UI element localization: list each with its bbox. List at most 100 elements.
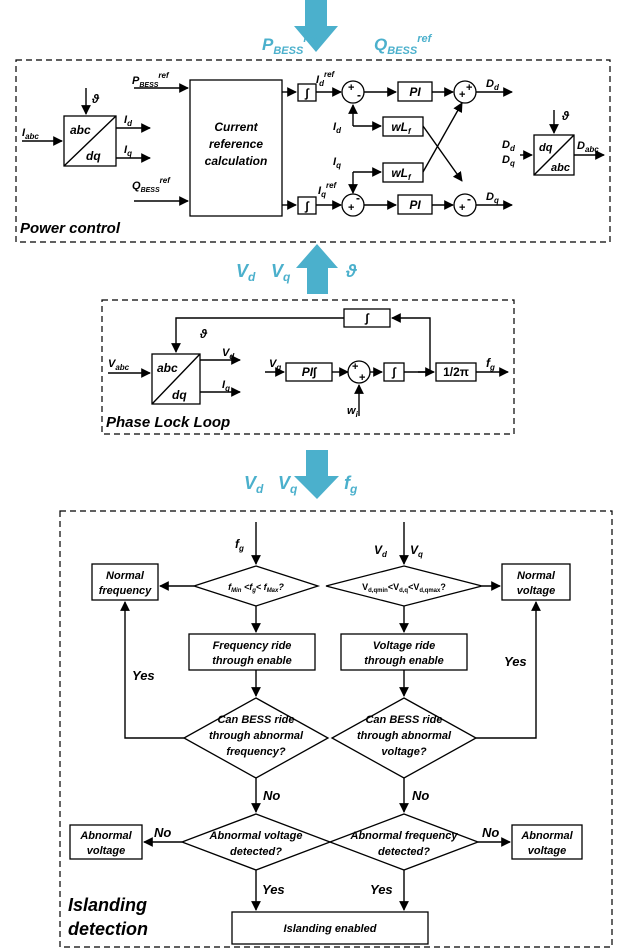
- pll-integ-symbol: ∫: [391, 365, 397, 379]
- ab-freq-1: Abnormal frequency: [350, 830, 459, 842]
- id-ref-label: Idref: [316, 70, 336, 88]
- sum-q-plus: +: [348, 202, 354, 214]
- theta-mid-label: ϑ: [345, 261, 357, 281]
- islanding-label-1: Islanding: [68, 895, 147, 915]
- normal-voltage-1: Normal: [517, 570, 556, 582]
- iabc-label: Iabc: [22, 127, 39, 141]
- q-ref-input-label: QBESSref: [132, 176, 171, 194]
- normal-frequency-2: frequency: [99, 585, 152, 597]
- p-ref-input-label: PBESSref: [132, 71, 170, 89]
- volt-rt-2: through enable: [364, 655, 443, 667]
- sum-q2-plus: +: [459, 202, 465, 214]
- pll-sum-plus-b: +: [359, 372, 365, 384]
- dabc-output-label: Dabc: [577, 140, 599, 154]
- pi-d-label: PI: [409, 85, 421, 99]
- integrator-q-symbol: ∫: [304, 199, 310, 213]
- integrator-d-symbol: ∫: [304, 86, 310, 100]
- islanding-boundary: [59, 510, 613, 948]
- top-input-arrow: [294, 0, 338, 52]
- pll-boundary: [101, 299, 515, 435]
- ab-box-left-1: Abnormal: [79, 830, 132, 842]
- pll-pi-label: PI∫: [302, 365, 318, 379]
- pi-q-label: PI: [409, 198, 421, 212]
- calc-line-1: Current: [214, 120, 258, 134]
- islanding-enabled-box: [231, 911, 429, 945]
- normal-voltage-2: voltage: [517, 585, 556, 597]
- abc-dq-transform-icon: [63, 115, 117, 167]
- pll-iq-label: Iq: [222, 379, 230, 393]
- dq-right-label: dq: [539, 142, 553, 154]
- abnormal-voltage-box-right: [511, 824, 583, 860]
- ab-volt-1: Abnormal voltage: [209, 830, 303, 842]
- calc-line-3: calculation: [205, 154, 268, 168]
- pll-gain-label: 1/2π: [443, 365, 469, 379]
- pll-feedback-integ-symbol: ∫: [364, 311, 370, 325]
- vd-bottom-label: Vd: [244, 473, 264, 496]
- sum-q2-minus: -: [467, 192, 471, 206]
- pll-theta-label: ϑ: [199, 327, 208, 341]
- vd-mid-label: Vd: [236, 261, 256, 284]
- isl-vd-label: Vd: [374, 543, 388, 559]
- theta-input-label: ϑ: [91, 92, 100, 106]
- islanding-label-2: detection: [68, 919, 148, 939]
- iq-output-label: Iq: [124, 144, 132, 158]
- fg-bottom-label: fg: [344, 473, 358, 496]
- can-volt-1: Can BESS ride: [365, 714, 442, 726]
- power-control-label: Power control: [20, 220, 121, 237]
- no-far-left-label: No: [154, 825, 171, 840]
- dq-output-label: Dq: [486, 191, 499, 205]
- freq-rt-1: Frequency ride: [213, 640, 292, 652]
- sum-d-plus: +: [348, 82, 354, 94]
- can-freq-1: Can BESS ride: [217, 714, 294, 726]
- frequency-check-text: fMin <fg< fMax?: [228, 582, 284, 594]
- normal-frequency-box: [91, 563, 159, 601]
- pll-sum-plus-a: +: [352, 361, 358, 373]
- pll-abc-label: abc: [157, 361, 178, 375]
- isl-fg-label: fg: [235, 537, 244, 553]
- islanding-enabled-text: Islanding enabled: [284, 923, 377, 935]
- wlf-block-lower: [382, 162, 424, 183]
- can-volt-2: through abnormal: [357, 730, 452, 742]
- id-output-label: Id: [124, 114, 133, 128]
- normal-frequency-1: Normal: [106, 570, 145, 582]
- freq-rt-2: through enable: [212, 655, 291, 667]
- sum-d2-plus-a: +: [459, 89, 465, 101]
- abc-right-label: abc: [551, 162, 570, 174]
- iq-ref-label: Iqref: [318, 181, 338, 199]
- sum-d2-plus-b: +: [466, 82, 472, 94]
- pll-abc-dq-transform-icon: [151, 353, 201, 405]
- pll-wi-label: wi: [347, 405, 359, 419]
- calc-line-2: reference: [209, 137, 263, 151]
- bottom-down-arrow: [294, 450, 339, 499]
- dd-output-label: Dd: [486, 78, 500, 92]
- vq-mid-label: Vq: [271, 261, 291, 284]
- dd-in-label: Dd: [502, 139, 516, 153]
- abnormal-voltage-box-left: [69, 824, 143, 860]
- p-bess-ref-label: PBESSref: [262, 33, 319, 57]
- dq-abc-transform-icon: [533, 134, 575, 176]
- wlf-lower-label: wLf: [391, 166, 412, 182]
- abnormal-voltage-detected-diamond-icon: [180, 813, 332, 871]
- sum-d-minus: -: [357, 88, 361, 102]
- yes-right-label: Yes: [504, 654, 527, 669]
- pll-fg-label: fg: [486, 356, 495, 372]
- abc-label: abc: [70, 123, 91, 137]
- can-volt-3: voltage?: [381, 746, 427, 758]
- pll-vd-label: Vd: [222, 347, 235, 361]
- yes-bottom-right-label: Yes: [370, 882, 393, 897]
- current-reference-calculation-block: [189, 79, 283, 217]
- voltage-check-diamond-icon: [325, 565, 483, 607]
- middle-up-arrow: [296, 244, 338, 294]
- q-bess-ref-label: QBESSref: [374, 33, 433, 57]
- vabc-label: Vabc: [108, 358, 130, 372]
- pll-label: Phase Lock Loop: [106, 414, 230, 431]
- wlf-upper-label: wLf: [391, 120, 412, 136]
- id-feedback-label: Id: [333, 121, 342, 135]
- pll-dq-label: dq: [172, 388, 187, 402]
- dq-label: dq: [86, 149, 101, 163]
- no-far-right-label: No: [482, 825, 499, 840]
- ab-box-right-1: Abnormal: [520, 830, 573, 842]
- ab-freq-2: detected?: [378, 846, 430, 858]
- abnormal-frequency-detected-diamond-icon: [328, 813, 480, 871]
